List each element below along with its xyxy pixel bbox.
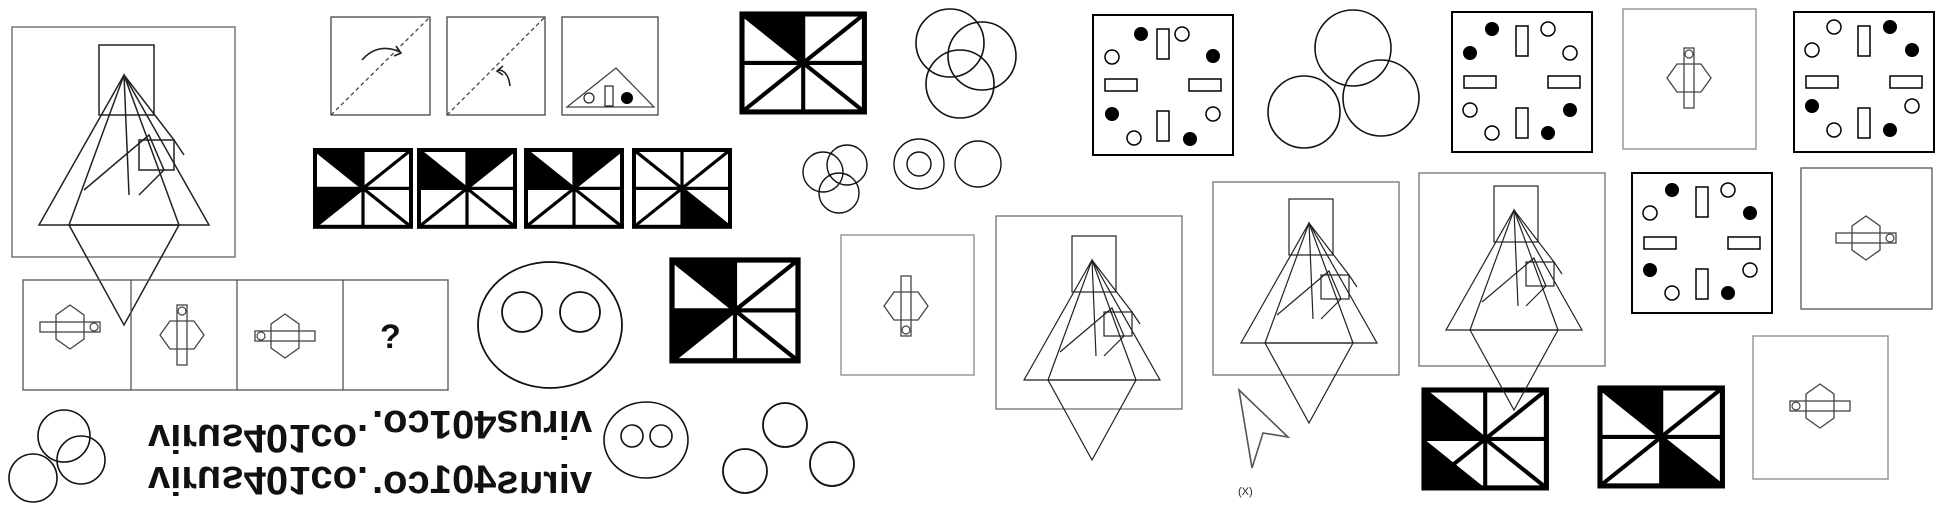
star-square-top [742,14,864,112]
face-circle-large [477,261,623,389]
watermark-flipped-b: virus401co. [372,458,593,502]
sequence-question-mark: ? [380,318,401,356]
watermark-mirrored-b: virus401co. [148,458,369,502]
three-circles-small [802,144,868,214]
three-circles-bottom-left [8,409,106,503]
fold-step-2 [446,16,546,116]
cross-frame-bottom [1752,335,1889,480]
dot-clock-4 [1631,172,1773,314]
pointer-icon [1237,387,1291,469]
three-circles-top [915,8,1017,119]
folding-figure-option-b [1212,181,1400,424]
face-circle-small [603,401,689,479]
fold-step-1 [330,16,431,116]
cursor-label: (X) [1238,486,1253,498]
concentric-circles [893,138,1002,190]
fold-step-3 [561,16,659,116]
star-square-option-2 [419,150,515,227]
dot-clock-2 [1451,11,1593,153]
watermark-flipped-a: virus401co. [372,402,593,446]
star-square-option-4 [634,150,730,227]
cross-frame-middle [840,234,975,376]
star-square-option-3 [526,150,622,227]
star-square-middle [672,260,798,361]
dot-clock-3 [1793,11,1935,153]
cross-frame-right [1800,167,1933,310]
star-square-bottom-right [1600,388,1722,486]
folding-figure-option-c [1418,172,1606,411]
two-circles-right [1267,9,1420,149]
folding-figure-large [11,26,236,326]
star-square-option-1 [315,150,411,227]
dot-clock-1 [1092,14,1234,156]
folding-figure-option-a [995,215,1183,461]
three-circles-bottom-middle [722,402,855,494]
star-square-bottom-left [1424,390,1546,488]
watermark-mirrored-a: virus401co. [148,416,369,460]
cross-frame-top [1622,8,1757,150]
sequence-strip [22,279,449,391]
